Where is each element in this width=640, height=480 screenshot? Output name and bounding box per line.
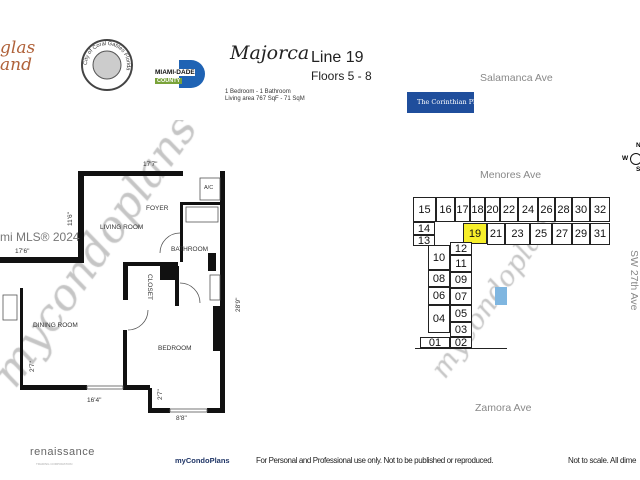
room-dining: DINING ROOM	[33, 322, 78, 329]
street-zamora: Zamora Ave	[475, 402, 532, 414]
unit-01: 01	[420, 337, 450, 349]
unit-30: 30	[572, 197, 590, 222]
dim-right: 28'9"	[235, 297, 242, 312]
living-area: Living area 767 SqF - 71 SqM	[225, 96, 305, 102]
unit-03: 03	[450, 322, 472, 337]
unit-24: 24	[518, 197, 538, 222]
unit-02: 02	[450, 337, 472, 349]
dim-bed-small: 2'7"	[157, 389, 164, 400]
line-title: Line 19	[311, 49, 364, 66]
unit-11: 11	[450, 255, 472, 272]
room-bathroom: BATHROOM	[171, 246, 209, 253]
unit-29: 29	[572, 223, 590, 245]
unit-22: 22	[500, 197, 518, 222]
floorplan-walls	[0, 171, 225, 413]
unit-10: 10	[428, 245, 450, 270]
unit-20: 20	[485, 197, 500, 222]
douglas-entrance-logo: glas and	[0, 38, 36, 75]
scale-note: Not to scale. All dime	[568, 456, 637, 465]
unit-17: 17	[455, 197, 470, 222]
coral-gables-seal: City of Coral Gables Florida	[81, 39, 133, 91]
dim-bed-w: 8'8"	[176, 415, 187, 422]
disclaimer: For Personal and Professional use only. …	[256, 456, 494, 465]
street-menores: Menores Ave	[480, 169, 542, 181]
unit-27: 27	[552, 223, 572, 245]
corinthian-plaza-badge: The Corinthian Plaza	[407, 92, 486, 113]
unit-15: 15	[413, 197, 436, 222]
unit-04: 04	[428, 305, 450, 333]
renaissance-logo: renaissance	[30, 446, 95, 458]
unit-28: 28	[555, 197, 572, 222]
unit-14: 14	[413, 222, 435, 235]
unit-25: 25	[530, 223, 552, 245]
room-ac: A/C	[204, 185, 214, 191]
dim-living-w: 17'6"	[15, 248, 30, 255]
dim-dining-small: 2'7"	[29, 361, 36, 372]
unit-32: 32	[590, 197, 610, 222]
floors-text: Floors 5 - 8	[311, 69, 372, 83]
unit-05: 05	[450, 305, 472, 322]
unit-06: 06	[428, 287, 450, 305]
unit-13: 13	[413, 235, 435, 247]
compass-icon: N W S	[622, 142, 640, 173]
majorca-logo: Majorca	[230, 42, 310, 64]
unit-09: 09	[450, 272, 472, 288]
street-salamanca: Salamanca Ave	[480, 72, 553, 84]
unit-19: 19	[463, 223, 487, 244]
unit-type: 1 Bedroom - 1 Bathroom	[225, 89, 291, 95]
street-sw27th: SW 27th Ave	[628, 250, 640, 311]
mycondoplans-logo: myCondoPlans	[175, 456, 230, 465]
unit-08: 08	[428, 270, 450, 287]
room-closet: CLOSET	[146, 274, 153, 301]
unit-26: 26	[538, 197, 555, 222]
site-boundary-line	[415, 348, 507, 349]
mls-watermark: mi MLS® 2024	[0, 230, 80, 244]
unit-31: 31	[590, 223, 610, 245]
room-living: LIVING ROOM	[100, 224, 144, 231]
pool	[495, 287, 507, 305]
room-foyer: FOYER	[146, 205, 169, 212]
dim-dining-w: 16'4"	[87, 397, 102, 404]
unit-12: 12	[450, 242, 472, 255]
room-bedroom: BEDROOM	[158, 345, 192, 352]
unit-21: 21	[487, 223, 505, 245]
unit-18: 18	[470, 197, 485, 222]
miami-dade-logo: MIAMI-DADE COUNTY	[155, 60, 210, 88]
mycondoplans-watermark	[0, 120, 260, 420]
dim-top: 17'7"	[143, 161, 158, 168]
renaissance-sub: TRADING CORPORATION	[36, 462, 73, 466]
unit-23: 23	[505, 223, 530, 245]
unit-07: 07	[450, 288, 472, 305]
unit-16: 16	[436, 197, 455, 222]
dim-living-h: 11'6"	[67, 212, 74, 226]
